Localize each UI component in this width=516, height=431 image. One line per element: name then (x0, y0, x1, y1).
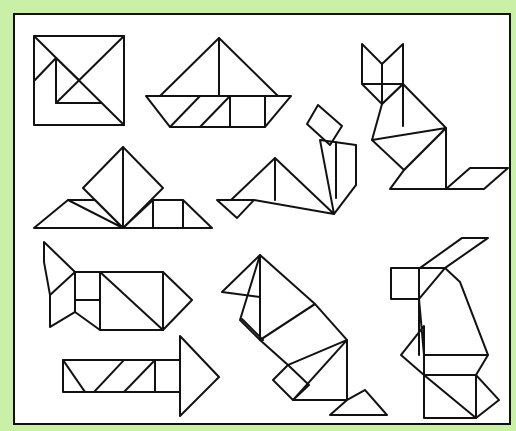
paper-sheet (14, 14, 510, 424)
